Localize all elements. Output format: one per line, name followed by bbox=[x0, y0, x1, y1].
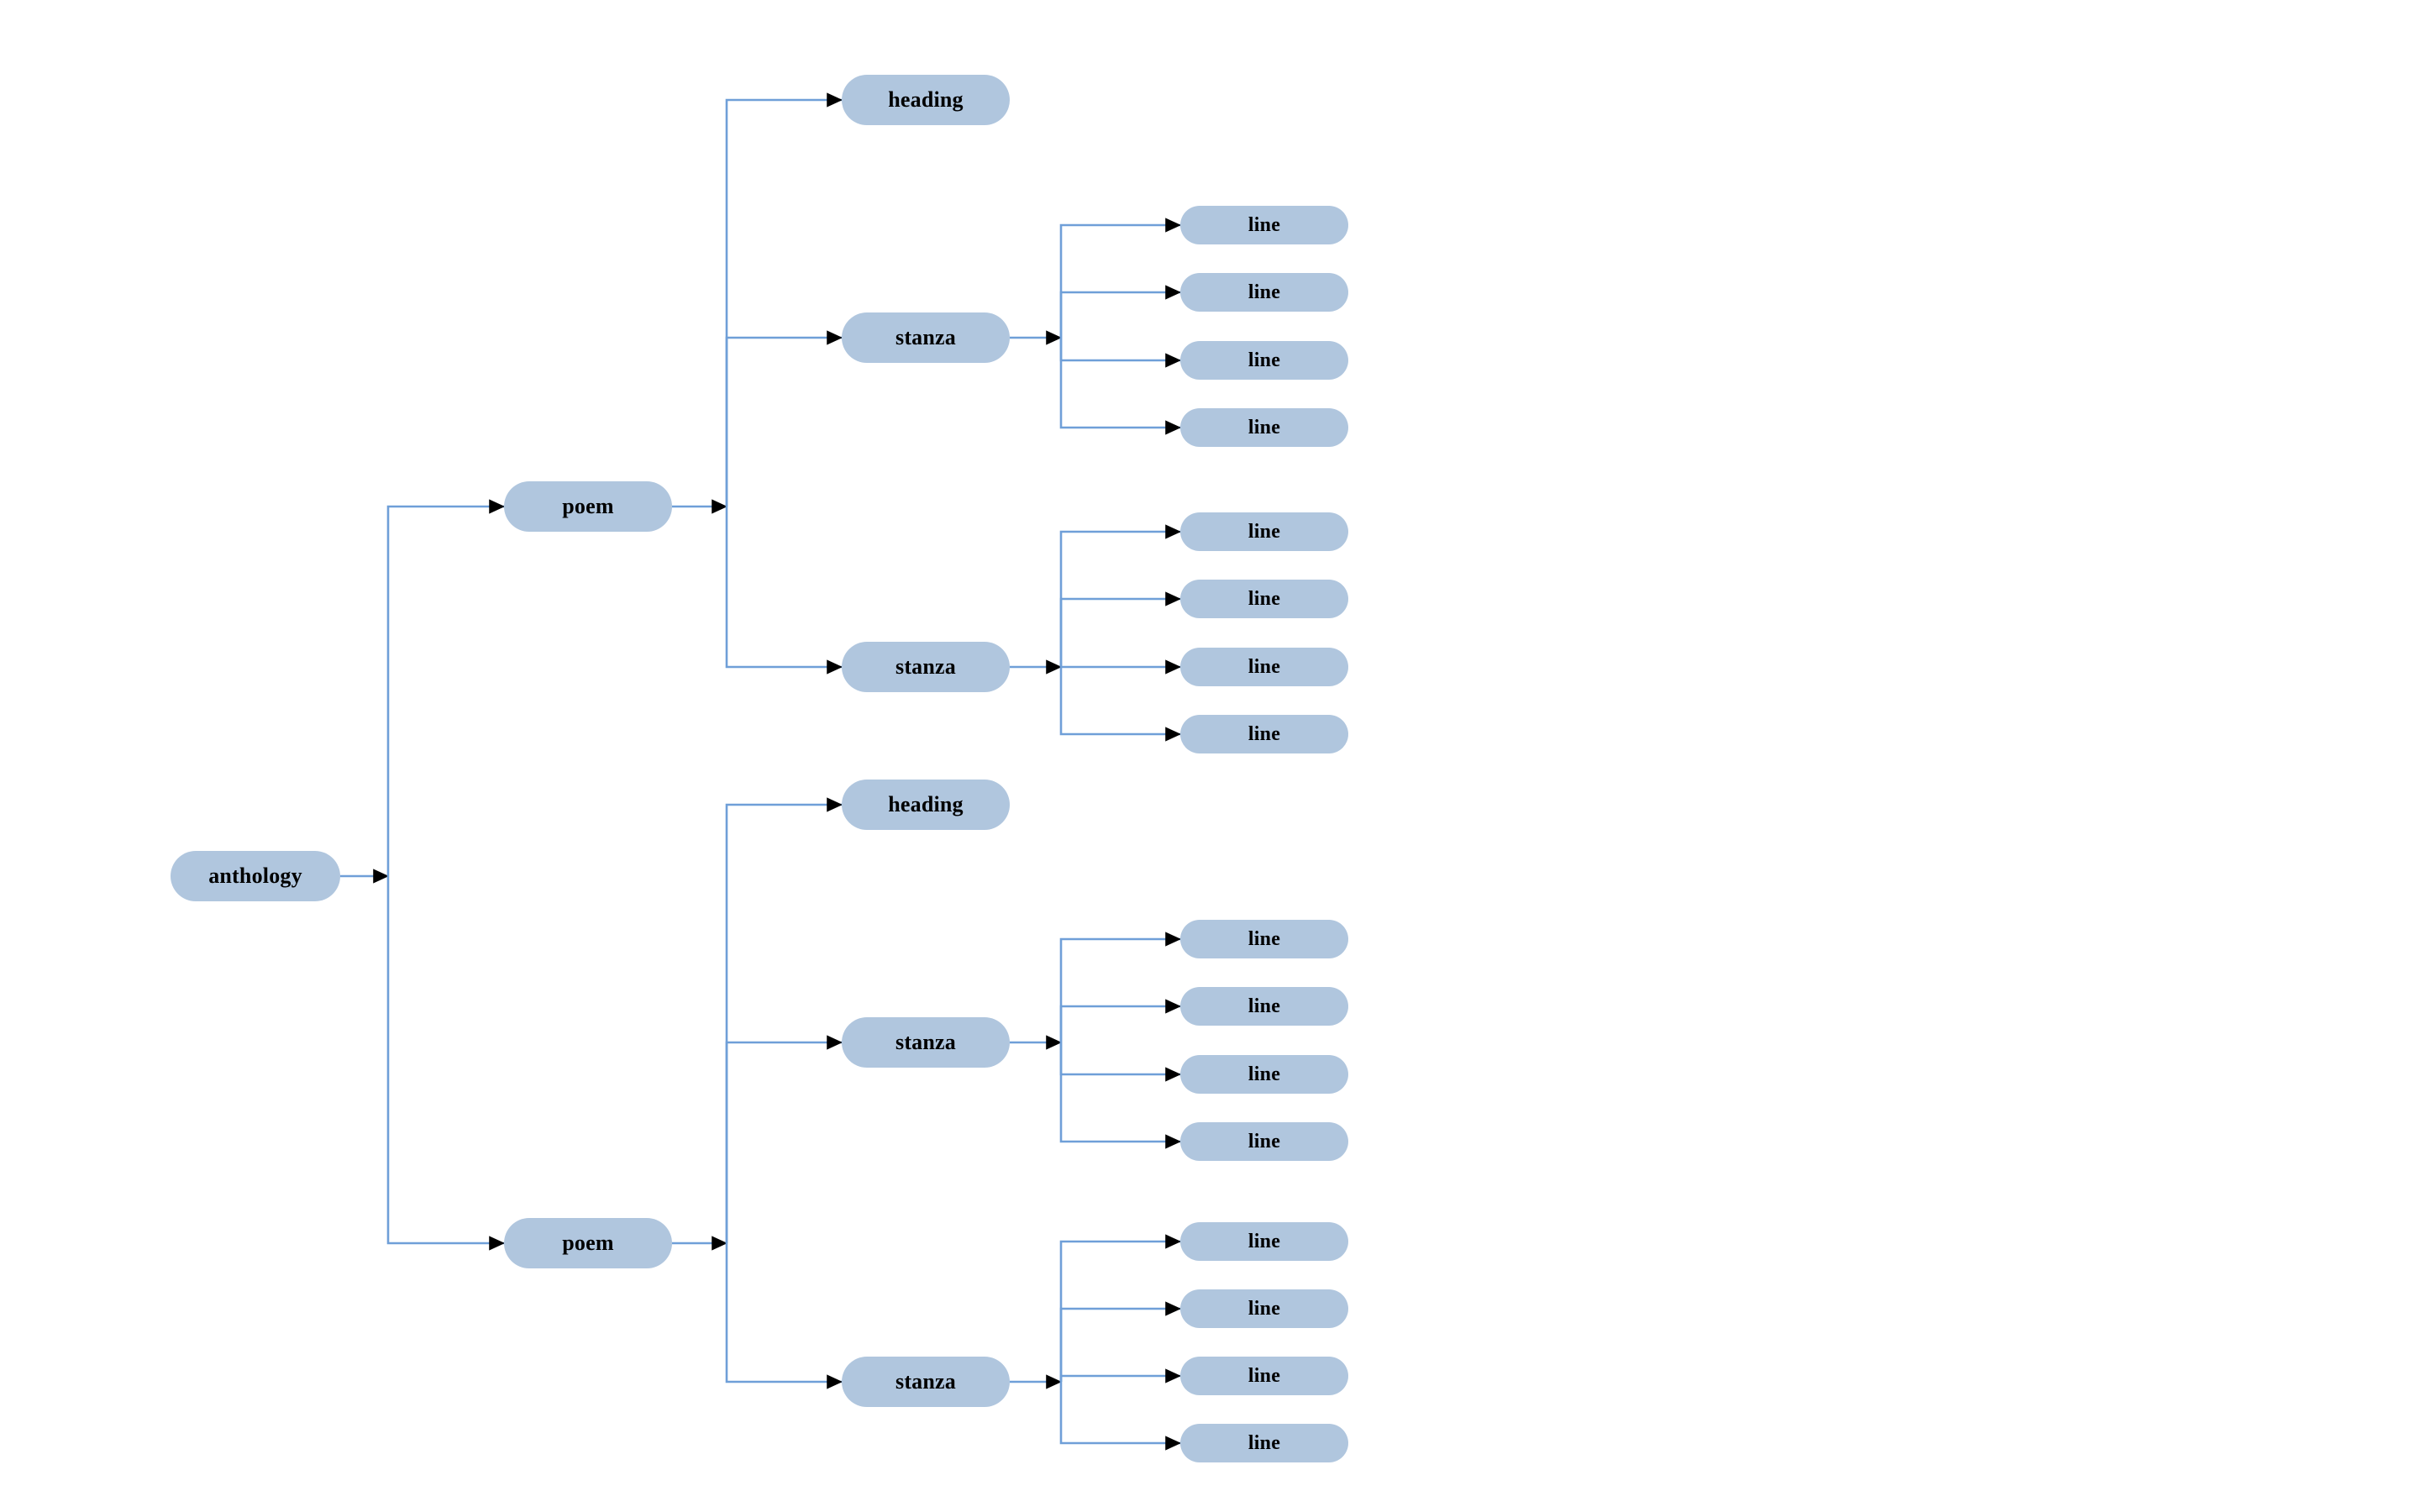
edge-stanza3-to-s3l1 bbox=[1059, 932, 1181, 1042]
tree-node-s3l4[interactable]: line bbox=[1180, 1122, 1348, 1161]
tree-node-s1l3[interactable]: line bbox=[1180, 341, 1348, 380]
tree-node-s3l1[interactable]: line bbox=[1180, 920, 1348, 958]
tree-node-label: line bbox=[1247, 349, 1281, 371]
tree-node-label: line bbox=[1247, 417, 1281, 438]
edge-stanza3-to-s3l2 bbox=[1059, 999, 1181, 1042]
tree-node-s3l3[interactable]: line bbox=[1180, 1055, 1348, 1094]
edge-stanza1-to-s1l1 bbox=[1059, 218, 1181, 338]
tree-node-label: line bbox=[1247, 588, 1281, 610]
edge-stanza2-to-s2l1 bbox=[1059, 524, 1181, 667]
edge-poem2-to-stanza3 bbox=[725, 1035, 843, 1243]
tree-node-label: line bbox=[1247, 1231, 1281, 1252]
edge-anthology-to-poem2 bbox=[386, 876, 505, 1251]
edge-stanza1-to-s1l4 bbox=[1059, 338, 1181, 435]
tree-node-label: anthology bbox=[208, 864, 302, 888]
tree-node-label: stanza bbox=[895, 1369, 956, 1394]
edge-poem2-to-stanza4 bbox=[725, 1243, 843, 1389]
tree-node-label: line bbox=[1247, 1131, 1281, 1152]
edge-stanza4-to-s4l2 bbox=[1059, 1301, 1181, 1382]
edge-poem1-to-stanza1 bbox=[725, 330, 843, 507]
tree-node-stanza1[interactable]: stanza bbox=[842, 312, 1010, 363]
edge-stanza4-to-s4l4 bbox=[1059, 1382, 1181, 1451]
edge-stanza3-to-s3l3 bbox=[1059, 1042, 1181, 1082]
tree-node-poem1[interactable]: poem bbox=[504, 481, 672, 532]
tree-node-heading1[interactable]: heading bbox=[842, 75, 1010, 125]
edge-stanza2-to-s2l2 bbox=[1059, 591, 1181, 667]
tree-node-s2l2[interactable]: line bbox=[1180, 580, 1348, 618]
edge-poem1-to-heading1 bbox=[725, 92, 843, 507]
tree-node-label: line bbox=[1247, 1063, 1281, 1085]
tree-node-s2l1[interactable]: line bbox=[1180, 512, 1348, 551]
tree-node-poem2[interactable]: poem bbox=[504, 1218, 672, 1268]
tree-node-s1l2[interactable]: line bbox=[1180, 273, 1348, 312]
tree-node-label: stanza bbox=[895, 325, 956, 349]
tree-node-s2l4[interactable]: line bbox=[1180, 715, 1348, 753]
tree-node-label: line bbox=[1247, 928, 1281, 950]
edge-stanza1-to-s1l2 bbox=[1059, 285, 1181, 338]
tree-node-s1l1[interactable]: line bbox=[1180, 206, 1348, 244]
tree-node-label: line bbox=[1247, 1365, 1281, 1387]
tree-node-anthology[interactable]: anthology bbox=[171, 851, 340, 901]
tree-node-heading2[interactable]: heading bbox=[842, 780, 1010, 830]
edge-stanza1-to-s1l3 bbox=[1059, 338, 1181, 368]
tree-node-label: line bbox=[1247, 723, 1281, 745]
tree-node-label: poem bbox=[562, 1231, 614, 1255]
tree-node-label: line bbox=[1247, 521, 1281, 543]
tree-node-s4l4[interactable]: line bbox=[1180, 1424, 1348, 1462]
tree-node-label: line bbox=[1247, 214, 1281, 236]
tree-node-s4l3[interactable]: line bbox=[1180, 1357, 1348, 1395]
edge-poem1-to-stanza2 bbox=[725, 507, 843, 675]
tree-node-label: stanza bbox=[895, 1030, 956, 1054]
tree-node-s3l2[interactable]: line bbox=[1180, 987, 1348, 1026]
tree-node-stanza3[interactable]: stanza bbox=[842, 1017, 1010, 1068]
tree-node-s4l1[interactable]: line bbox=[1180, 1222, 1348, 1261]
tree-node-s4l2[interactable]: line bbox=[1180, 1289, 1348, 1328]
edge-stanza4-to-s4l1 bbox=[1059, 1234, 1181, 1382]
tree-node-label: heading bbox=[888, 792, 964, 816]
tree-node-s1l4[interactable]: line bbox=[1180, 408, 1348, 447]
edge-stanza4-to-s4l3 bbox=[1059, 1368, 1181, 1383]
tree-node-label: line bbox=[1247, 656, 1281, 678]
tree-node-label: line bbox=[1247, 995, 1281, 1017]
tree-node-stanza4[interactable]: stanza bbox=[842, 1357, 1010, 1407]
tree-node-label: stanza bbox=[895, 654, 956, 679]
tree-node-s2l3[interactable]: line bbox=[1180, 648, 1348, 686]
tree-node-label: line bbox=[1247, 1298, 1281, 1320]
tree-node-label: line bbox=[1247, 281, 1281, 303]
edge-stanza2-to-s2l4 bbox=[1059, 667, 1181, 742]
tree-node-label: poem bbox=[562, 494, 614, 518]
tree-node-label: heading bbox=[888, 87, 964, 112]
tree-node-label: line bbox=[1247, 1432, 1281, 1454]
edge-stanza3-to-s3l4 bbox=[1059, 1042, 1181, 1149]
edge-poem2-to-heading2 bbox=[725, 797, 843, 1243]
tree-node-stanza2[interactable]: stanza bbox=[842, 642, 1010, 692]
edge-anthology-to-poem1 bbox=[386, 499, 505, 876]
edge-paths bbox=[340, 92, 1181, 1451]
